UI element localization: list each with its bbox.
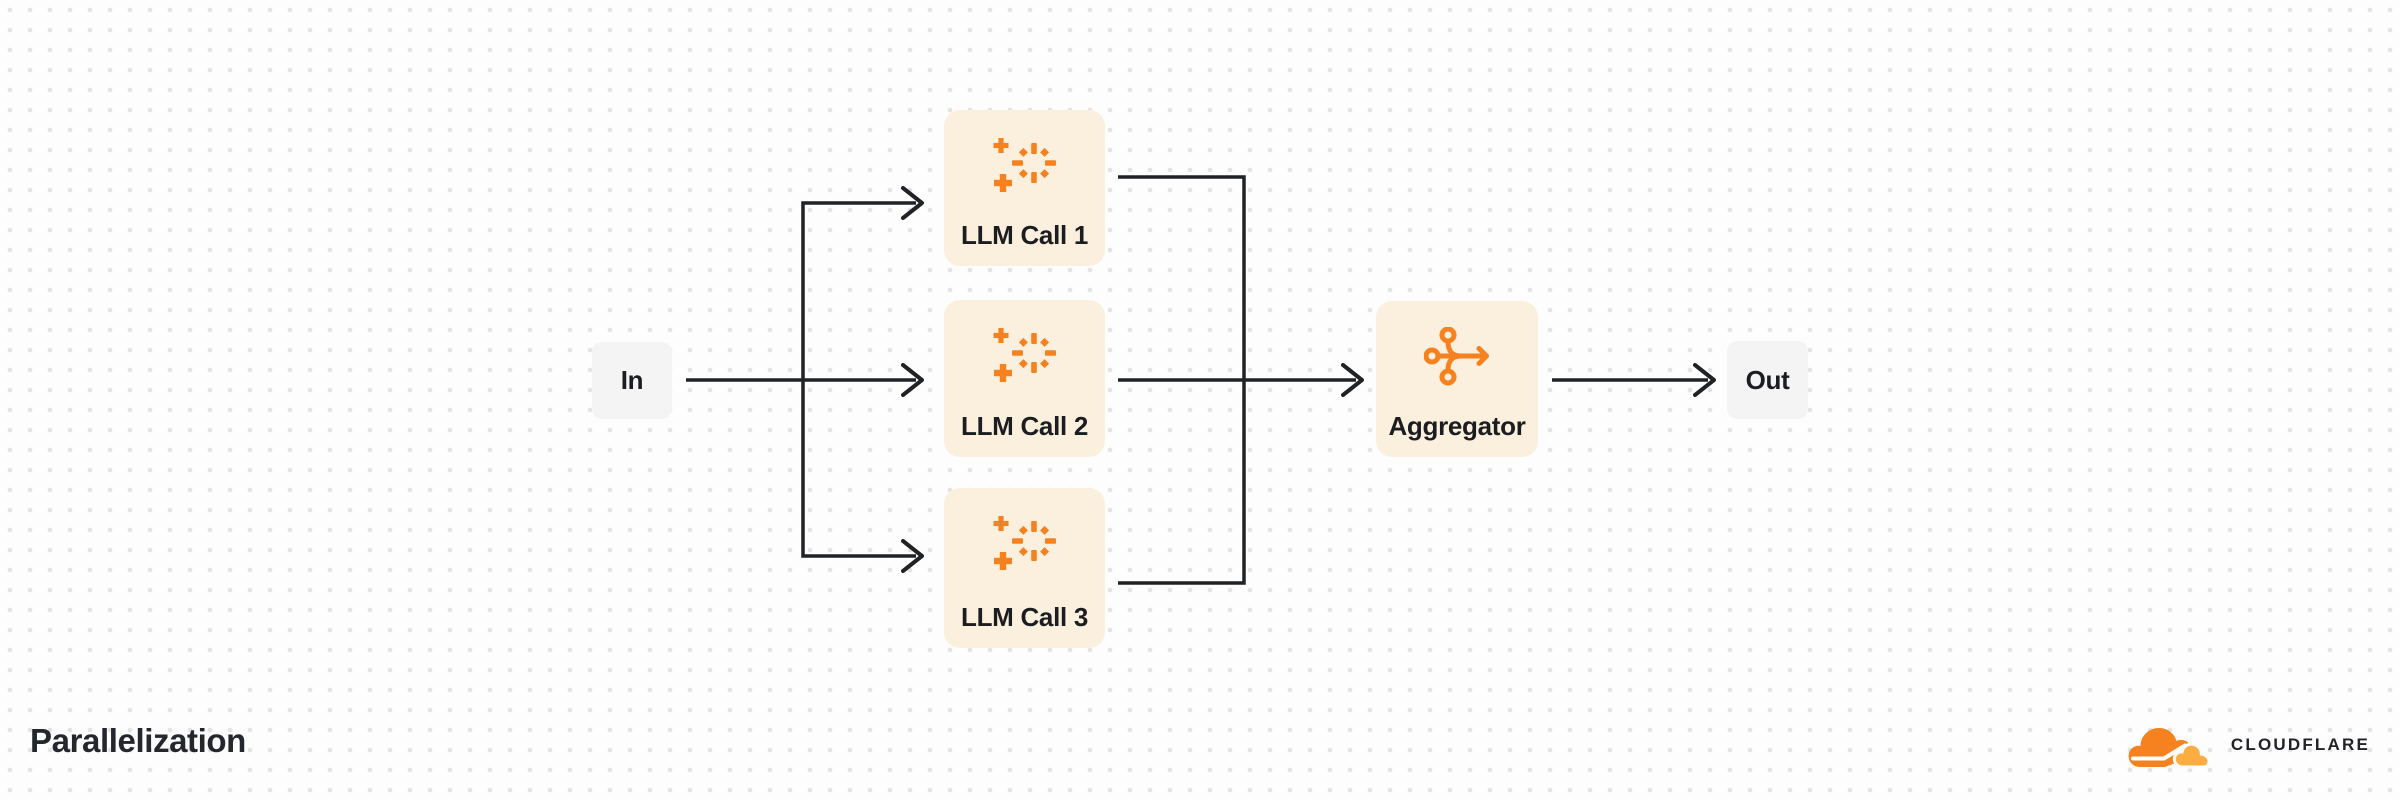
edge-llm1-llm3-merge — [1118, 175, 1246, 585]
edge-in-to-llm3 — [801, 380, 916, 558]
node-out-label: Out — [1745, 364, 1790, 395]
node-aggregator-label: Aggregator — [1388, 411, 1526, 441]
arrowhead-llm3 — [901, 539, 924, 573]
sparkle-icon — [992, 326, 1058, 384]
arrowhead-llm2 — [901, 363, 924, 397]
sparkle-icon — [992, 514, 1058, 572]
merge-arrow-icon — [1424, 327, 1490, 387]
node-aggregator: Aggregator — [1376, 301, 1538, 457]
arrowhead-out — [1693, 363, 1716, 397]
node-llm-call-1: LLM Call 1 — [944, 110, 1105, 266]
diagram-title: Parallelization — [30, 722, 246, 759]
node-llm-call-2-label: LLM Call 2 — [960, 411, 1089, 441]
arrowhead-aggregator — [1341, 363, 1364, 397]
node-llm-call-2: LLM Call 2 — [944, 300, 1105, 457]
cloudflare-logo: CLOUDFLARE — [2127, 716, 2370, 774]
sparkle-icon — [992, 136, 1058, 194]
node-in: In — [592, 342, 672, 419]
node-llm-call-3: LLM Call 3 — [944, 488, 1105, 648]
arrowhead-llm1 — [901, 186, 924, 220]
cloudflare-wordmark: CLOUDFLARE — [2230, 735, 2370, 754]
cloudflare-cloud-icon — [2128, 728, 2211, 769]
node-in-label: In — [620, 365, 644, 395]
node-llm-call-1-label: LLM Call 1 — [960, 220, 1089, 250]
node-out: Out — [1727, 341, 1808, 419]
edge-in-to-llm1 — [801, 201, 916, 380]
node-llm-call-3-label: LLM Call 3 — [960, 602, 1089, 632]
